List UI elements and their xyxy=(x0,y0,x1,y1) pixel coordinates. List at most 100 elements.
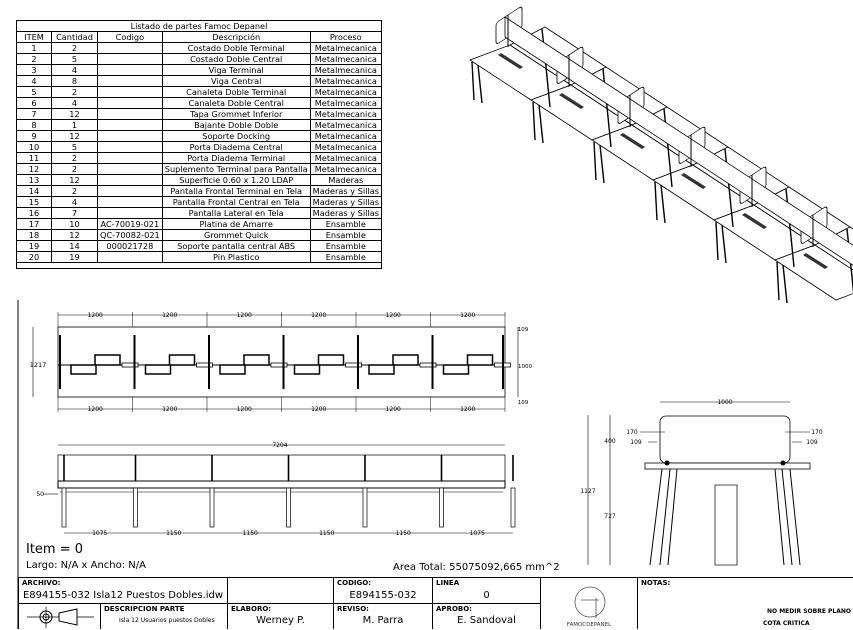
dimension-label: 1150 xyxy=(243,530,258,537)
leg xyxy=(667,146,673,188)
cell-cantidad: 12 xyxy=(51,229,98,241)
top-view: 1217120012001200120012001200120012001200… xyxy=(30,312,532,413)
parts-list-table: Listado de partes Famoc Depanel ITEM Can… xyxy=(16,20,382,269)
leg xyxy=(510,487,516,528)
panel-clamp xyxy=(664,460,670,466)
leg xyxy=(782,264,788,304)
leg xyxy=(721,224,727,264)
leg xyxy=(538,104,544,144)
leg xyxy=(599,144,605,184)
grommet xyxy=(368,364,395,375)
leg xyxy=(776,261,780,301)
note-no-medir: NO MEDIR SOBRE PLANO xyxy=(767,608,851,615)
dimension-label: 1200 xyxy=(237,312,252,319)
size-label: Largo: N/A x Ancho: N/A xyxy=(26,560,146,571)
dimension-label: 109 xyxy=(806,439,818,446)
dimension-label: 1200 xyxy=(311,312,326,319)
grommet xyxy=(94,354,121,366)
dimension-label: 1127 xyxy=(580,488,595,495)
dimension-label: 1200 xyxy=(162,312,177,319)
dimension-label: 109 xyxy=(518,327,529,333)
leg xyxy=(781,468,793,566)
leg xyxy=(654,181,658,221)
grommet-slot xyxy=(803,253,828,269)
note-cota-critica: COTA CRITICA xyxy=(763,620,810,627)
parts-list-footer xyxy=(16,262,382,269)
grommet-slot xyxy=(681,173,706,189)
leg xyxy=(789,468,801,566)
dimension-label: 1200 xyxy=(88,406,103,413)
leg xyxy=(477,64,483,104)
grommet xyxy=(466,354,494,366)
archivo-cell: ARCHIVO: E894155-032 Isla12 Puestos Dobl… xyxy=(18,577,228,604)
aprobo-value: E. Sandoval xyxy=(457,615,516,626)
reviso-value: M. Parra xyxy=(362,615,404,626)
dimension-label: 1200 xyxy=(162,406,177,413)
dimension-label: 1150 xyxy=(396,530,411,537)
leg xyxy=(362,487,368,528)
isometric-view xyxy=(469,6,853,304)
center-panel xyxy=(504,16,853,266)
dimension-label: 1200 xyxy=(386,406,401,413)
leg xyxy=(545,66,551,108)
leg xyxy=(471,61,475,101)
desk-top xyxy=(644,462,811,470)
leg xyxy=(439,487,444,528)
front-panel xyxy=(659,415,791,464)
dimension-label: 1075 xyxy=(92,530,107,537)
elaboro-value: Werney P. xyxy=(256,615,305,626)
leg xyxy=(850,266,853,295)
codigo-value: E894155-032 xyxy=(349,590,417,601)
descripcion-cell: DESCRIPCION PARTE Isla 12 Usuarios puest… xyxy=(100,603,228,629)
leg xyxy=(659,468,671,566)
dimension-label: 1200 xyxy=(460,312,475,319)
dimension-label: 1200 xyxy=(311,406,326,413)
grommet xyxy=(144,364,172,375)
leg xyxy=(774,468,785,566)
notas-label: NOTAS: xyxy=(641,579,671,587)
desk-top xyxy=(57,480,506,489)
area-label: Area Total: 55075092,665 mm^2 xyxy=(393,562,560,573)
dimension-label: 400 xyxy=(604,438,616,445)
famoc-logo-icon xyxy=(574,586,606,618)
dimension-label: 170 xyxy=(626,429,638,436)
dimension-label: 1200 xyxy=(88,312,103,319)
leg xyxy=(789,226,795,268)
item-label: Item = 0 xyxy=(26,542,84,557)
logo-text: FAMOCDEPANEL xyxy=(566,622,612,628)
dimension-label: 1000 xyxy=(717,399,732,406)
top-outline xyxy=(57,326,506,398)
grommet-slot xyxy=(559,93,584,109)
reviso-label: REVISO: xyxy=(337,605,369,613)
support xyxy=(196,362,213,368)
descripcion-value: Isla 12 Usuarios puestos Dobles xyxy=(119,617,215,624)
support xyxy=(270,362,288,368)
support xyxy=(419,362,437,368)
leg xyxy=(61,487,67,528)
archivo-label: ARCHIVO: xyxy=(22,579,61,587)
dimension-label: 7204 xyxy=(272,442,287,449)
support xyxy=(345,362,362,368)
dimension-label: 727 xyxy=(604,513,616,520)
panel-clamp xyxy=(780,460,786,466)
dimension-label: 1150 xyxy=(319,530,334,537)
grommet xyxy=(392,354,419,366)
grommet-slot xyxy=(620,133,645,149)
grommet xyxy=(168,354,196,366)
support xyxy=(121,362,139,368)
desk-surface xyxy=(774,244,853,301)
cell-proceso: Metalmecanica xyxy=(309,97,382,109)
leg xyxy=(660,184,666,224)
notas-cell: NOTAS: NO MEDIR SOBRE PLANO COTA CRITICA xyxy=(637,577,853,629)
dimension-label: 1200 xyxy=(460,406,475,413)
leg xyxy=(532,101,536,141)
leg xyxy=(606,106,612,148)
grommet xyxy=(70,364,97,375)
dimension-label: 109 xyxy=(518,400,529,406)
